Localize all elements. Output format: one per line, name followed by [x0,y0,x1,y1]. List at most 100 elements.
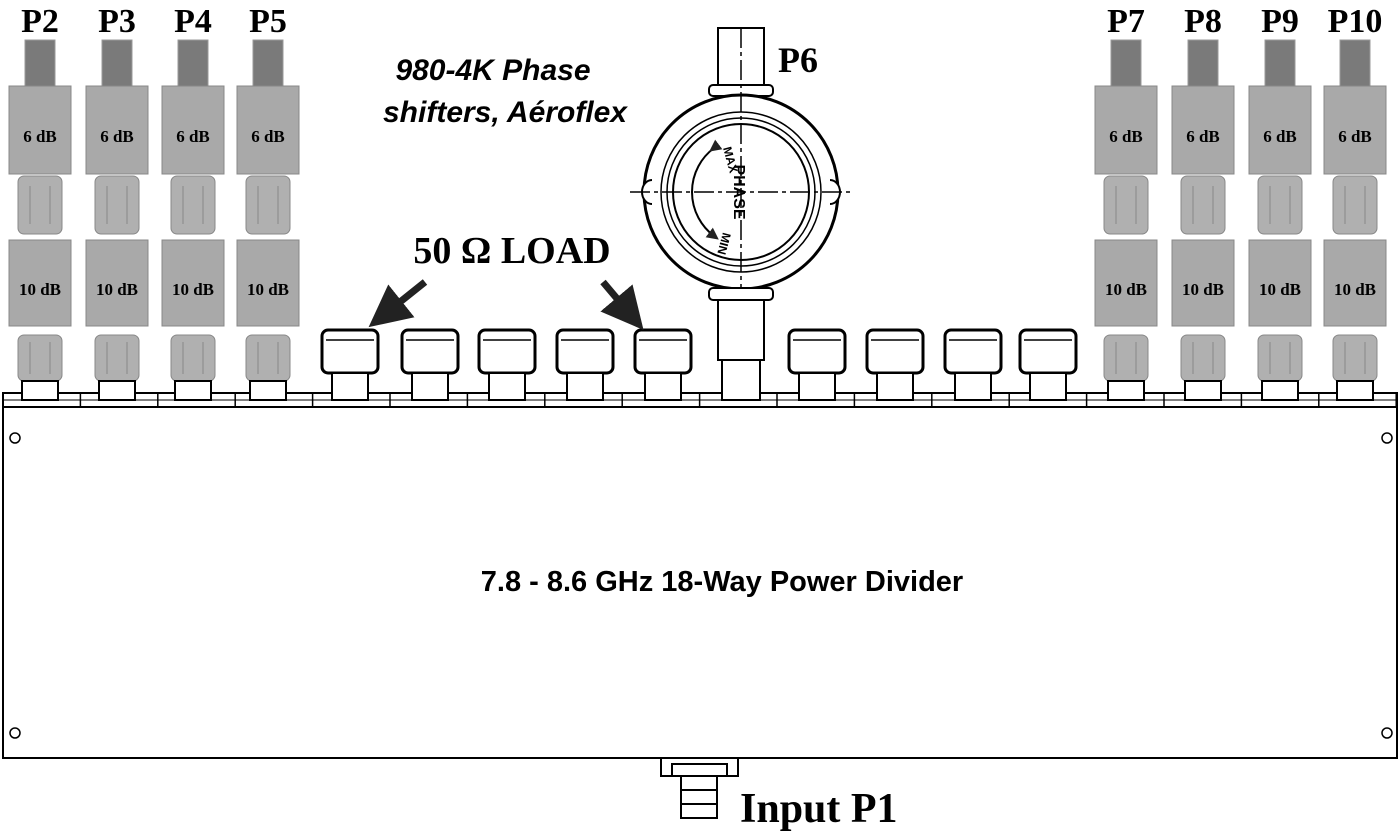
connector-nut [1257,334,1303,382]
threaded-connector [101,39,133,87]
port-stub [249,380,287,401]
connector-nut [170,334,216,382]
load-cap [865,328,925,375]
load-cap [943,328,1003,375]
attenuator-10db [161,239,225,327]
port-stub [566,372,604,401]
attenuator-10db [8,239,72,327]
port-stub [1336,380,1374,401]
port-label: P9 [1261,3,1299,40]
connector-nut [1103,175,1149,235]
threaded-connector [177,39,209,87]
attenuator-label: 10 dB [172,280,214,299]
connector-nut [170,175,216,235]
bottom-connector [717,299,765,361]
port-label: P4 [174,3,212,40]
attenuator-label: 6 dB [23,127,57,146]
port-label: P8 [1184,3,1222,40]
load-50-ohm [320,328,380,401]
divider-title: 7.8 - 8.6 GHz 18-Way Power Divider [481,566,963,598]
attenuator-10db [1094,239,1158,327]
port-stub [1184,380,1222,401]
attenuator-label: 10 dB [1334,280,1376,299]
connector-nut [1103,334,1149,382]
attenuator-label: 6 dB [100,127,134,146]
port-stub [954,372,992,401]
load-50-ohm [865,328,925,401]
load-cap [477,328,537,375]
attenuator-10db [1323,239,1387,327]
phase-shifter [630,27,852,401]
arrow-icon [600,279,644,331]
attenuator-6db [1323,85,1387,175]
attenuator-label: 6 dB [1186,127,1220,146]
connector-nut [245,175,291,235]
attenuator-label: 6 dB [176,127,210,146]
port-label: P7 [1107,3,1145,40]
load-50-ohm [555,328,615,401]
port-stub [798,372,836,401]
port-stub [98,380,136,401]
max-label: MAX [720,145,740,174]
connector-nut [1257,175,1303,235]
attenuator-6db [1094,85,1158,175]
connector-nut [1180,175,1226,235]
load-cap [400,328,460,375]
port-stub [876,372,914,401]
load-50-ohm [477,328,537,401]
port-stub [644,372,682,401]
screw-hole [9,432,21,444]
min-label: MIN [714,231,733,256]
arrow-icon [368,279,428,328]
screw-hole [1381,432,1393,444]
port-stub [21,380,59,401]
connector-nut [1180,334,1226,382]
port-stub [331,372,369,401]
attenuator-chain-p8: P8 6 dB 10 dB [1171,3,1235,401]
attenuator-label: 10 dB [19,280,61,299]
load-50-ohm [943,328,1003,401]
connector-nut [1332,334,1378,382]
attenuator-label: 10 dB [1105,280,1147,299]
port-stub [174,380,212,401]
port-stub [1107,380,1145,401]
port-label: P2 [21,3,59,40]
port-stub [1261,380,1299,401]
load-50-ohm [787,328,847,401]
phase-shifter-caption-line2: shifters, Aéroflex [383,96,628,129]
threaded-connector [1110,39,1142,87]
port-stub [488,372,526,401]
attenuator-10db [85,239,149,327]
connector-nut [94,334,140,382]
threaded-connector [1264,39,1296,87]
attenuator-label: 10 dB [1182,280,1224,299]
phase-dial-label: PHASE [730,164,747,219]
load-cap [555,328,615,375]
port-label: P5 [249,3,287,40]
attenuator-label: 6 dB [251,127,285,146]
port-label-p6: P6 [778,40,818,80]
port-stub [411,372,449,401]
attenuator-6db [236,85,300,175]
load-50-ohm [633,328,693,401]
screw-holes [9,432,1393,739]
connector-nut [1332,175,1378,235]
attenuator-label: 6 dB [1263,127,1297,146]
connector-nut [17,175,63,235]
attenuator-10db [1248,239,1312,327]
load-50-ohm [1018,328,1078,401]
port-stub [1029,372,1067,401]
load-cap [320,328,380,375]
connector-nut [94,175,140,235]
attenuator-label: 10 dB [247,280,289,299]
connector-nut [245,334,291,382]
load-cap [633,328,693,375]
attenuator-chain-p7: P7 6 dB 10 dB [1094,3,1158,401]
attenuator-label: 10 dB [96,280,138,299]
screw-hole [9,727,21,739]
attenuator-label: 6 dB [1109,127,1143,146]
